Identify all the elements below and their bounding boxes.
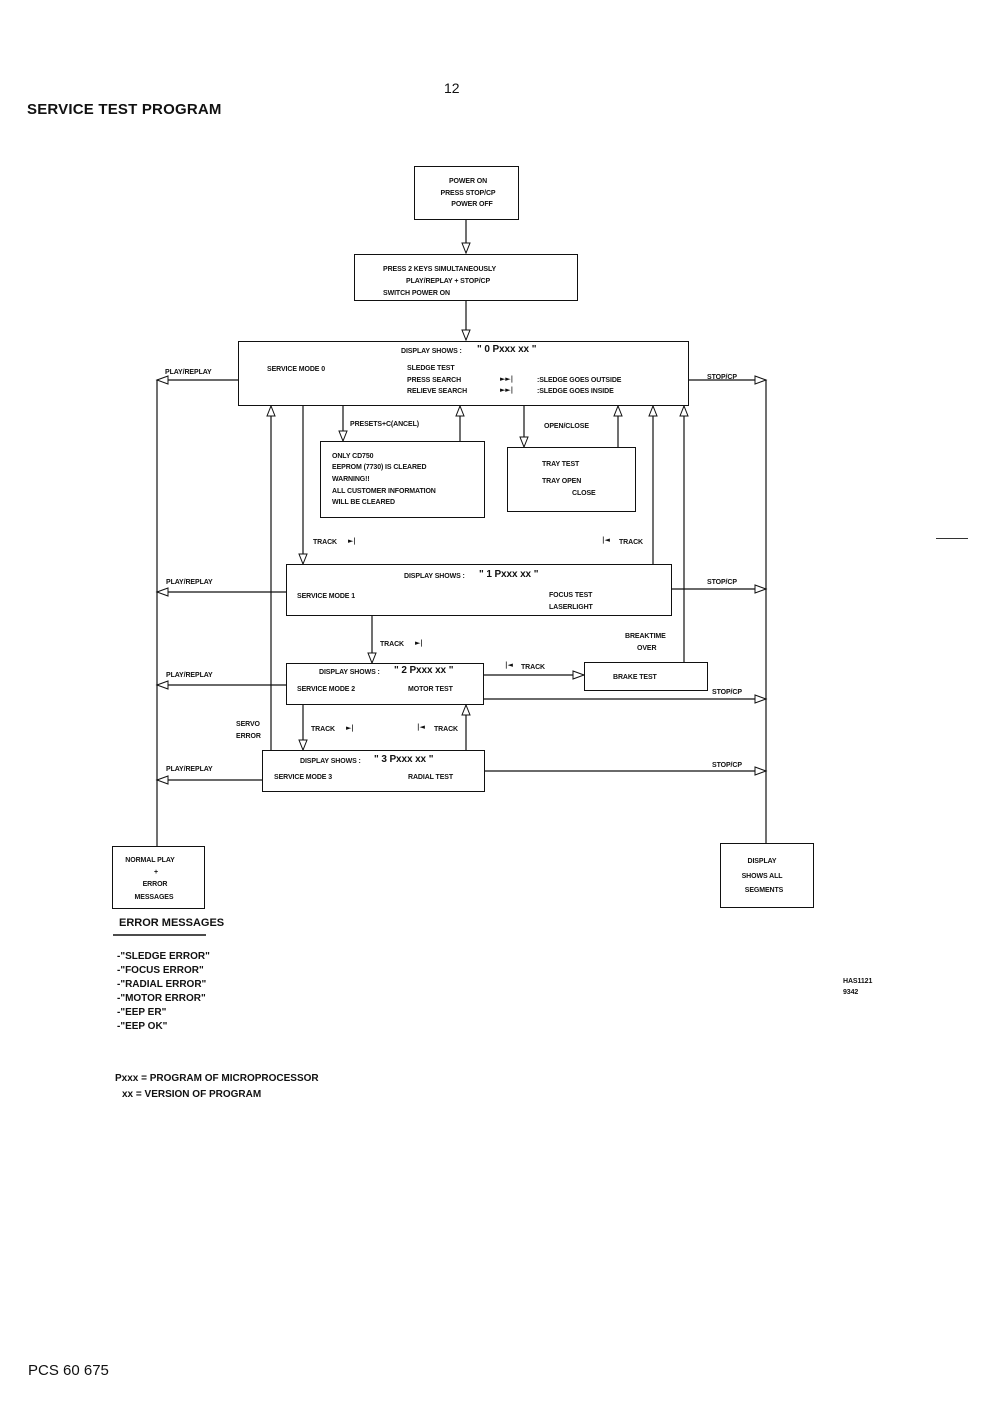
segments-line-1: DISPLAY	[747, 858, 777, 865]
page-number: 12	[444, 80, 460, 96]
normal-line-1: NORMAL PLAY	[125, 857, 175, 864]
track-label-1-2: TRACK	[380, 641, 404, 648]
mode0-name: SERVICE MODE 0	[267, 366, 325, 373]
breaktime-line-1: BREAKTIME	[625, 633, 666, 640]
tray-line-1: TRAY TEST	[542, 461, 580, 468]
mode0-result-1: :SLEDGE GOES OUTSIDE	[537, 377, 622, 384]
stop-cp-label-1: STOP/CP	[707, 579, 737, 586]
mode0-display-code: " 0 Pxxx xx "	[477, 344, 537, 355]
mode3-display-label: DISPLAY SHOWS :	[300, 758, 361, 765]
tray-line-2: TRAY OPEN	[542, 478, 582, 485]
keys-line-1: PRESS 2 KEYS SIMULTANEOUSLY	[383, 266, 497, 273]
fast-forward-icon: ►►|	[500, 386, 514, 394]
brake-test-box	[584, 662, 708, 691]
track-label-2-3: TRACK	[311, 726, 335, 733]
mode3-name: SERVICE MODE 3	[274, 774, 332, 781]
keys-line-3: SWITCH POWER ON	[383, 290, 450, 297]
eeprom-line-3: WARNING!!	[332, 476, 370, 483]
service-mode-1-box	[286, 564, 672, 616]
keys-line-2: PLAY/REPLAY + STOP/CP	[406, 278, 491, 285]
mode2-name: SERVICE MODE 2	[297, 686, 355, 693]
error-item: -"RADIAL ERROR"	[117, 979, 207, 990]
mode3-display-code: " 3 Pxxx xx "	[374, 754, 434, 765]
legend-line-1: Pxxx = PROGRAM OF MICROPROCESSOR	[115, 1073, 319, 1084]
segments-line-3: SEGMENTS	[744, 887, 784, 894]
next-track-icon: ►|	[415, 639, 423, 647]
mode0-test-3: RELIEVE SEARCH	[407, 388, 468, 395]
mode2-test-1: MOTOR TEST	[408, 686, 453, 693]
mode1-display-label: DISPLAY SHOWS :	[404, 573, 465, 580]
power-line-3: POWER OFF	[451, 201, 493, 208]
mode1-test-1: FOCUS TEST	[549, 592, 593, 599]
breaktime-line-2: OVER	[637, 645, 657, 652]
error-item: -"FOCUS ERROR"	[117, 965, 204, 976]
play-replay-label-0: PLAY/REPLAY	[165, 369, 212, 376]
mode3-test-1: RADIAL TEST	[408, 774, 454, 781]
power-line-2: PRESS STOP/CP	[440, 190, 496, 197]
mode0-result-2: :SLEDGE GOES INSIDE	[537, 388, 614, 395]
reference-code-2: 9342	[843, 989, 859, 996]
normal-line-3: ERROR	[142, 881, 168, 888]
servo-error-line-2: ERROR	[236, 733, 261, 740]
legend-line-2: xx = VERSION OF PROGRAM	[122, 1089, 262, 1100]
eeprom-box	[320, 441, 485, 518]
stop-cp-label-3: STOP/CP	[712, 762, 742, 769]
power-line-1: POWER ON	[448, 178, 488, 185]
segments-line-2: SHOWS ALL	[741, 873, 783, 880]
eeprom-line-5: WILL BE CLEARED	[332, 499, 395, 506]
normal-line-4: MESSAGES	[134, 894, 174, 901]
stop-cp-label-0: STOP/CP	[707, 374, 737, 381]
tray-line-3: CLOSE	[572, 490, 596, 497]
power-box	[414, 166, 519, 220]
error-item: -"MOTOR ERROR"	[117, 993, 206, 1004]
error-item: -"SLEDGE ERROR"	[117, 951, 210, 962]
fast-forward-icon: ►►|	[500, 375, 514, 383]
play-replay-label-2: PLAY/REPLAY	[166, 672, 213, 679]
eeprom-line-4: ALL CUSTOMER INFORMATION	[332, 488, 436, 495]
presets-label: PRESETS+C(ANCEL)	[350, 421, 419, 428]
mode1-name: SERVICE MODE 1	[297, 593, 355, 600]
track-label-forward: TRACK	[313, 539, 337, 546]
previous-track-icon: |◄	[505, 661, 513, 669]
display-segments-box	[720, 843, 814, 908]
track-label-back: TRACK	[619, 539, 643, 546]
mode2-display-code: " 2 Pxxx xx "	[394, 665, 454, 676]
previous-track-icon: |◄	[602, 536, 610, 544]
service-mode-3-box	[262, 750, 485, 792]
next-track-icon: ►|	[346, 724, 354, 732]
mode0-test-1: SLEDGE TEST	[407, 365, 455, 372]
page-title: SERVICE TEST PROGRAM	[27, 101, 222, 118]
page-footer: PCS 60 675	[28, 1362, 109, 1379]
tray-box	[507, 447, 636, 512]
normal-play-box	[112, 846, 205, 909]
track-label-brake: TRACK	[521, 664, 545, 671]
stop-cp-label-2: STOP/CP	[712, 689, 742, 696]
eeprom-line-2: EEPROM (7730) IS CLEARED	[332, 464, 427, 471]
service-mode-2-box	[286, 663, 484, 705]
error-messages-list: -"SLEDGE ERROR" -"FOCUS ERROR" -"RADIAL …	[117, 951, 210, 1033]
service-mode-0-box	[238, 341, 689, 406]
eeprom-line-1: ONLY CD750	[332, 453, 374, 460]
error-item: -"EEP OK"	[117, 1021, 168, 1032]
play-replay-label-1: PLAY/REPLAY	[166, 579, 213, 586]
mode1-display-code: " 1 Pxxx xx "	[479, 569, 539, 580]
error-item: -"EEP ER"	[117, 1007, 167, 1018]
mode0-display-label: DISPLAY SHOWS :	[401, 348, 462, 355]
servo-error-line-1: SERVO	[236, 721, 260, 728]
open-close-label: OPEN/CLOSE	[544, 423, 589, 430]
play-replay-label-3: PLAY/REPLAY	[166, 766, 213, 773]
next-track-icon: ►|	[348, 537, 356, 545]
normal-line-2: +	[154, 869, 158, 876]
mode0-test-2: PRESS SEARCH	[407, 377, 462, 384]
brake-line-1: BRAKE TEST	[613, 674, 657, 681]
mode1-test-2: LASERLIGHT	[549, 604, 593, 611]
reference-code-1: HAS1121	[843, 978, 873, 985]
error-messages-heading: ERROR MESSAGES	[119, 917, 225, 929]
track-label-3-2: TRACK	[434, 726, 458, 733]
mode2-display-label: DISPLAY SHOWS :	[319, 669, 380, 676]
scan-mark	[936, 538, 968, 539]
keys-box	[354, 254, 578, 301]
previous-track-icon: |◄	[417, 723, 425, 731]
